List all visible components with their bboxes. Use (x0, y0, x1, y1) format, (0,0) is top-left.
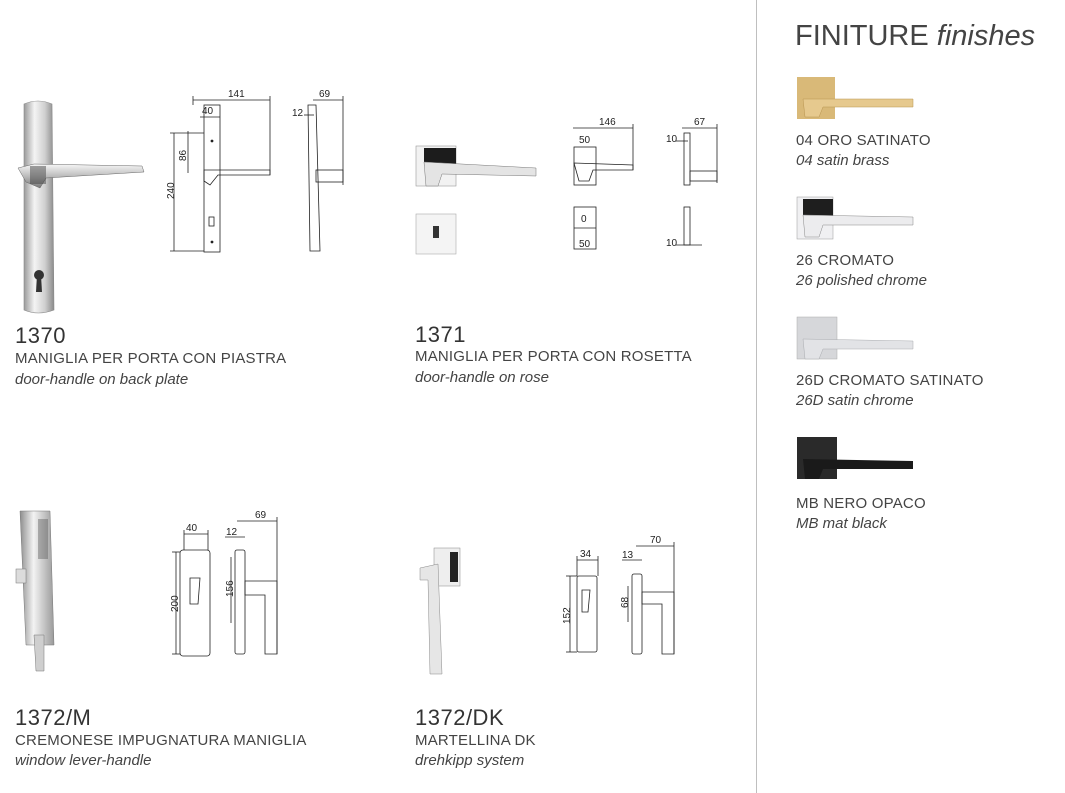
handle-1372dk-photo (419, 547, 461, 675)
finish-name: 26D CROMATO SATINATO (796, 372, 984, 389)
product-name: MARTELLINA DK (415, 732, 536, 749)
product-code: 1370 (15, 323, 66, 348)
product-code: 1372/DK (415, 705, 505, 730)
drawing-1372m-side: 69 12 156 (225, 510, 278, 655)
product-name: MANIGLIA PER PORTA CON ROSETTA (415, 348, 692, 365)
dim-width: 141 (228, 89, 245, 100)
product-name: CREMONESE IMPUGNATURA MANIGLIA (15, 732, 307, 749)
dim-b: 0 (581, 214, 587, 225)
finish-name: 04 ORO SATINATO (796, 132, 931, 149)
dim-a: 34 (580, 549, 592, 560)
finish-swatch-brass (797, 77, 914, 119)
dim-side-w: 69 (319, 89, 331, 100)
dim-side-a: 12 (292, 108, 304, 119)
drawing-1370-front: 141 40 86 240 (166, 89, 271, 253)
drawing-1372m-front: 40 200 (170, 523, 211, 657)
finishes-title-main: FINITURE (795, 20, 929, 52)
drawing-1372dk-side: 70 13 68 (620, 535, 675, 655)
dim-side-a: 10 (666, 134, 678, 145)
dim-c: 50 (579, 239, 591, 250)
dim-a: 40 (186, 523, 198, 534)
finish-swatch-black (797, 437, 913, 479)
dim-side-w: 70 (650, 535, 662, 546)
dim-side-b: 10 (666, 238, 678, 249)
product-code: 1371 (415, 322, 466, 347)
handle-1372m-photo (15, 510, 55, 672)
dim-side-w: 67 (694, 117, 706, 128)
column-divider (756, 0, 757, 793)
dim-h1: 86 (178, 149, 189, 161)
finishes-title-italic: finishes (936, 20, 1036, 52)
dim-h2: 240 (166, 182, 177, 199)
product-subtitle: window lever-handle (15, 752, 152, 769)
dim-a: 40 (202, 106, 214, 117)
dim-width: 146 (599, 117, 616, 128)
finishes-title: FINITURE finishes (795, 20, 1035, 53)
finish-subtitle: 26 polished chrome (796, 272, 927, 289)
dim-h2: 156 (225, 580, 236, 597)
dim-h1: 200 (170, 595, 181, 612)
handle-1370-photo (17, 100, 145, 314)
handle-1371-photo (415, 145, 537, 255)
product-subtitle: door-handle on back plate (15, 371, 189, 388)
finish-subtitle: MB mat black (796, 515, 887, 532)
dim-side-a: 12 (226, 527, 238, 538)
dim-h1: 152 (562, 607, 573, 624)
finish-name: 26 CROMATO (796, 252, 895, 269)
drawing-1370-side: 69 12 (292, 89, 344, 252)
finish-swatch-chrome (796, 196, 914, 240)
finish-subtitle: 04 satin brass (796, 152, 890, 169)
finish-swatch-satin-chrome (796, 316, 914, 360)
drawing-1371-front: 146 50 0 50 (573, 117, 634, 250)
product-name: MANIGLIA PER PORTA CON PIASTRA (15, 350, 287, 367)
product-subtitle: door-handle on rose (415, 369, 549, 386)
product-code: 1372/M (15, 705, 92, 730)
drawing-1371-side: 67 10 10 (666, 117, 718, 249)
product-subtitle: drehkipp system (415, 752, 525, 769)
finish-subtitle: 26D satin chrome (796, 392, 914, 409)
dim-side-a: 13 (622, 550, 634, 561)
finish-name: MB NERO OPACO (796, 495, 926, 512)
dim-a: 50 (579, 135, 591, 146)
drawing-1372dk-front: 34 152 (562, 549, 599, 653)
dim-side-w: 69 (255, 510, 267, 521)
dim-h2: 68 (620, 596, 631, 608)
